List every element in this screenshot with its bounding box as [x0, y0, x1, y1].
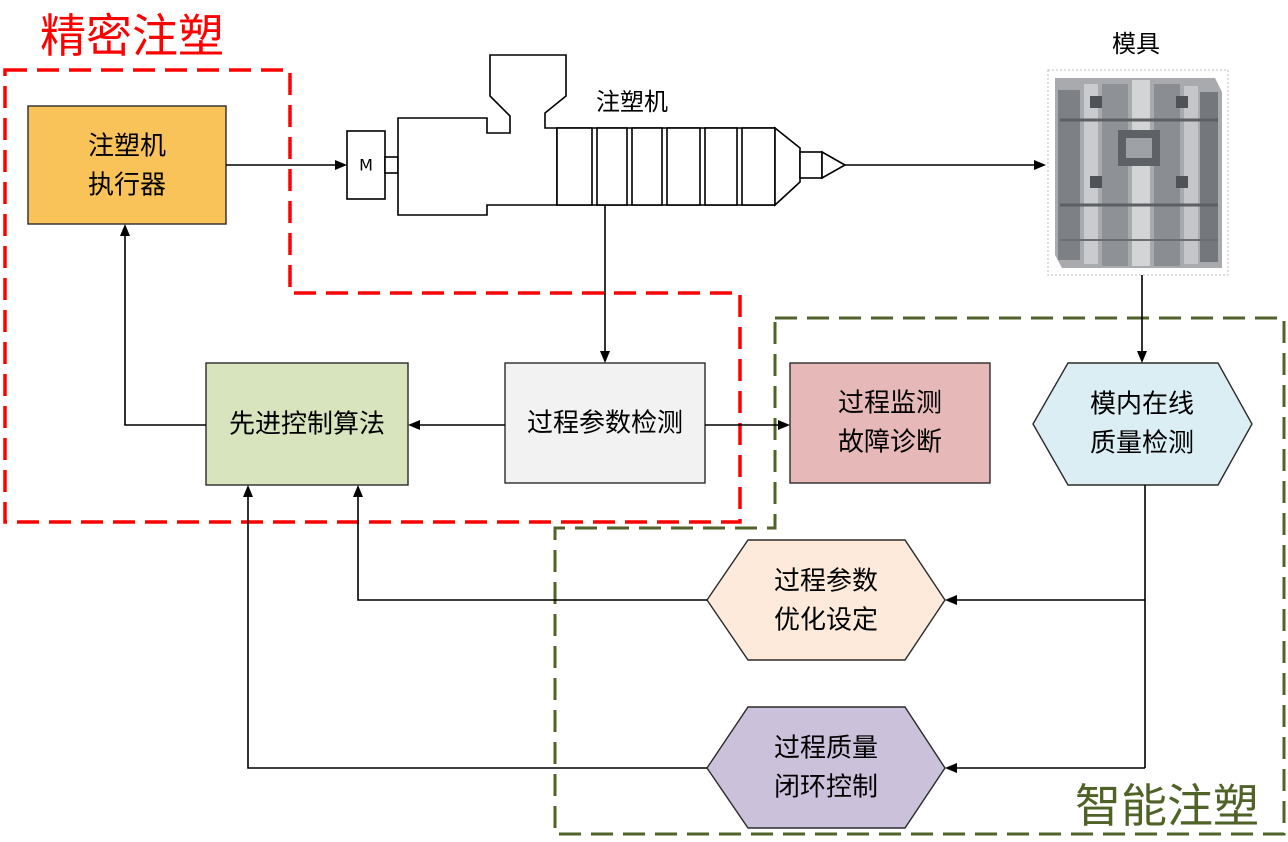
barrel-segment: [666, 127, 701, 206]
closed-loop-hexagon: [706, 706, 946, 829]
monitoring-label-line2: 故障诊断: [838, 428, 942, 458]
closed-loop-label-line2: 闭环控制: [774, 773, 878, 803]
advanced-control-box: [205, 362, 409, 486]
nozzle-tip: [821, 150, 847, 180]
inmold-quality-label-line1: 模内在线: [1090, 390, 1194, 420]
actuator-label-line1: 注塑机: [88, 132, 166, 162]
nozzle-taper: [774, 126, 801, 207]
nozzle-body: [799, 151, 823, 179]
arrow-detection-to-monitoring: [705, 420, 790, 430]
mold-label: 模具: [1112, 30, 1160, 58]
monitoring-box: [789, 362, 991, 484]
param-optimization-hexagon: [706, 539, 946, 661]
actuator-box: [27, 105, 227, 225]
parameter-detection-node: 过程参数检测: [504, 362, 706, 484]
arrow-mold-to-quality: [1137, 275, 1147, 363]
arrow-control-to-actuator: [120, 224, 206, 426]
inmold-quality-label-line2: 质量检测: [1090, 429, 1194, 459]
mold-image: [1047, 69, 1229, 276]
advanced-control-node: 先进控制算法: [205, 362, 409, 486]
injection-machine: M: [346, 54, 847, 216]
arrow-quality-to-closed-loop: [945, 763, 1145, 773]
param-optimization-label-line1: 过程参数: [774, 567, 878, 597]
motor-label: M: [359, 156, 373, 175]
actuator-label-line2: 执行器: [88, 171, 166, 201]
barrel-segment: [631, 127, 663, 206]
motor-coupling: [384, 156, 399, 174]
barrel-segment: [741, 127, 776, 206]
machine-housing-hopper: [397, 54, 567, 216]
arrow-actuator-to-motor: [226, 160, 347, 170]
inmold-quality-node: 模内在线 质量检测: [1032, 362, 1253, 486]
machine-label: 注塑机: [596, 88, 668, 116]
barrel-segment: [556, 127, 593, 206]
inmold-quality-hexagon: [1032, 362, 1253, 486]
arrow-closed-loop-to-control: [243, 485, 707, 769]
parameter-detection-label: 过程参数检测: [527, 409, 683, 439]
intelligent-molding-title: 智能注塑: [1075, 779, 1259, 833]
param-optimization-label-line2: 优化设定: [774, 606, 878, 636]
advanced-control-label: 先进控制算法: [229, 410, 385, 440]
closed-loop-label-line1: 过程质量: [774, 734, 878, 764]
arrow-barrel-to-detection: [600, 205, 610, 363]
barrel-segment: [704, 127, 738, 206]
closed-loop-node: 过程质量 闭环控制: [706, 706, 946, 829]
param-optimization-node: 过程参数 优化设定: [706, 539, 946, 661]
intelligent-molding-region: [553, 316, 1286, 836]
motor-box: [346, 130, 386, 200]
monitoring-label-line1: 过程监测: [838, 389, 942, 419]
arrow-detection-to-control: [408, 420, 505, 430]
actuator-node: 注塑机 执行器: [27, 105, 227, 225]
barrel-segment: [596, 127, 628, 206]
arrow-optimization-to-control: [353, 485, 707, 601]
arrow-quality-to-optimization: [945, 485, 1146, 768]
precision-molding-title: 精密注塑: [40, 9, 224, 63]
monitoring-node: 过程监测 故障诊断: [789, 362, 991, 484]
arrow-nozzle-to-mold: [845, 160, 1046, 170]
precision-molding-region: [3, 68, 742, 524]
